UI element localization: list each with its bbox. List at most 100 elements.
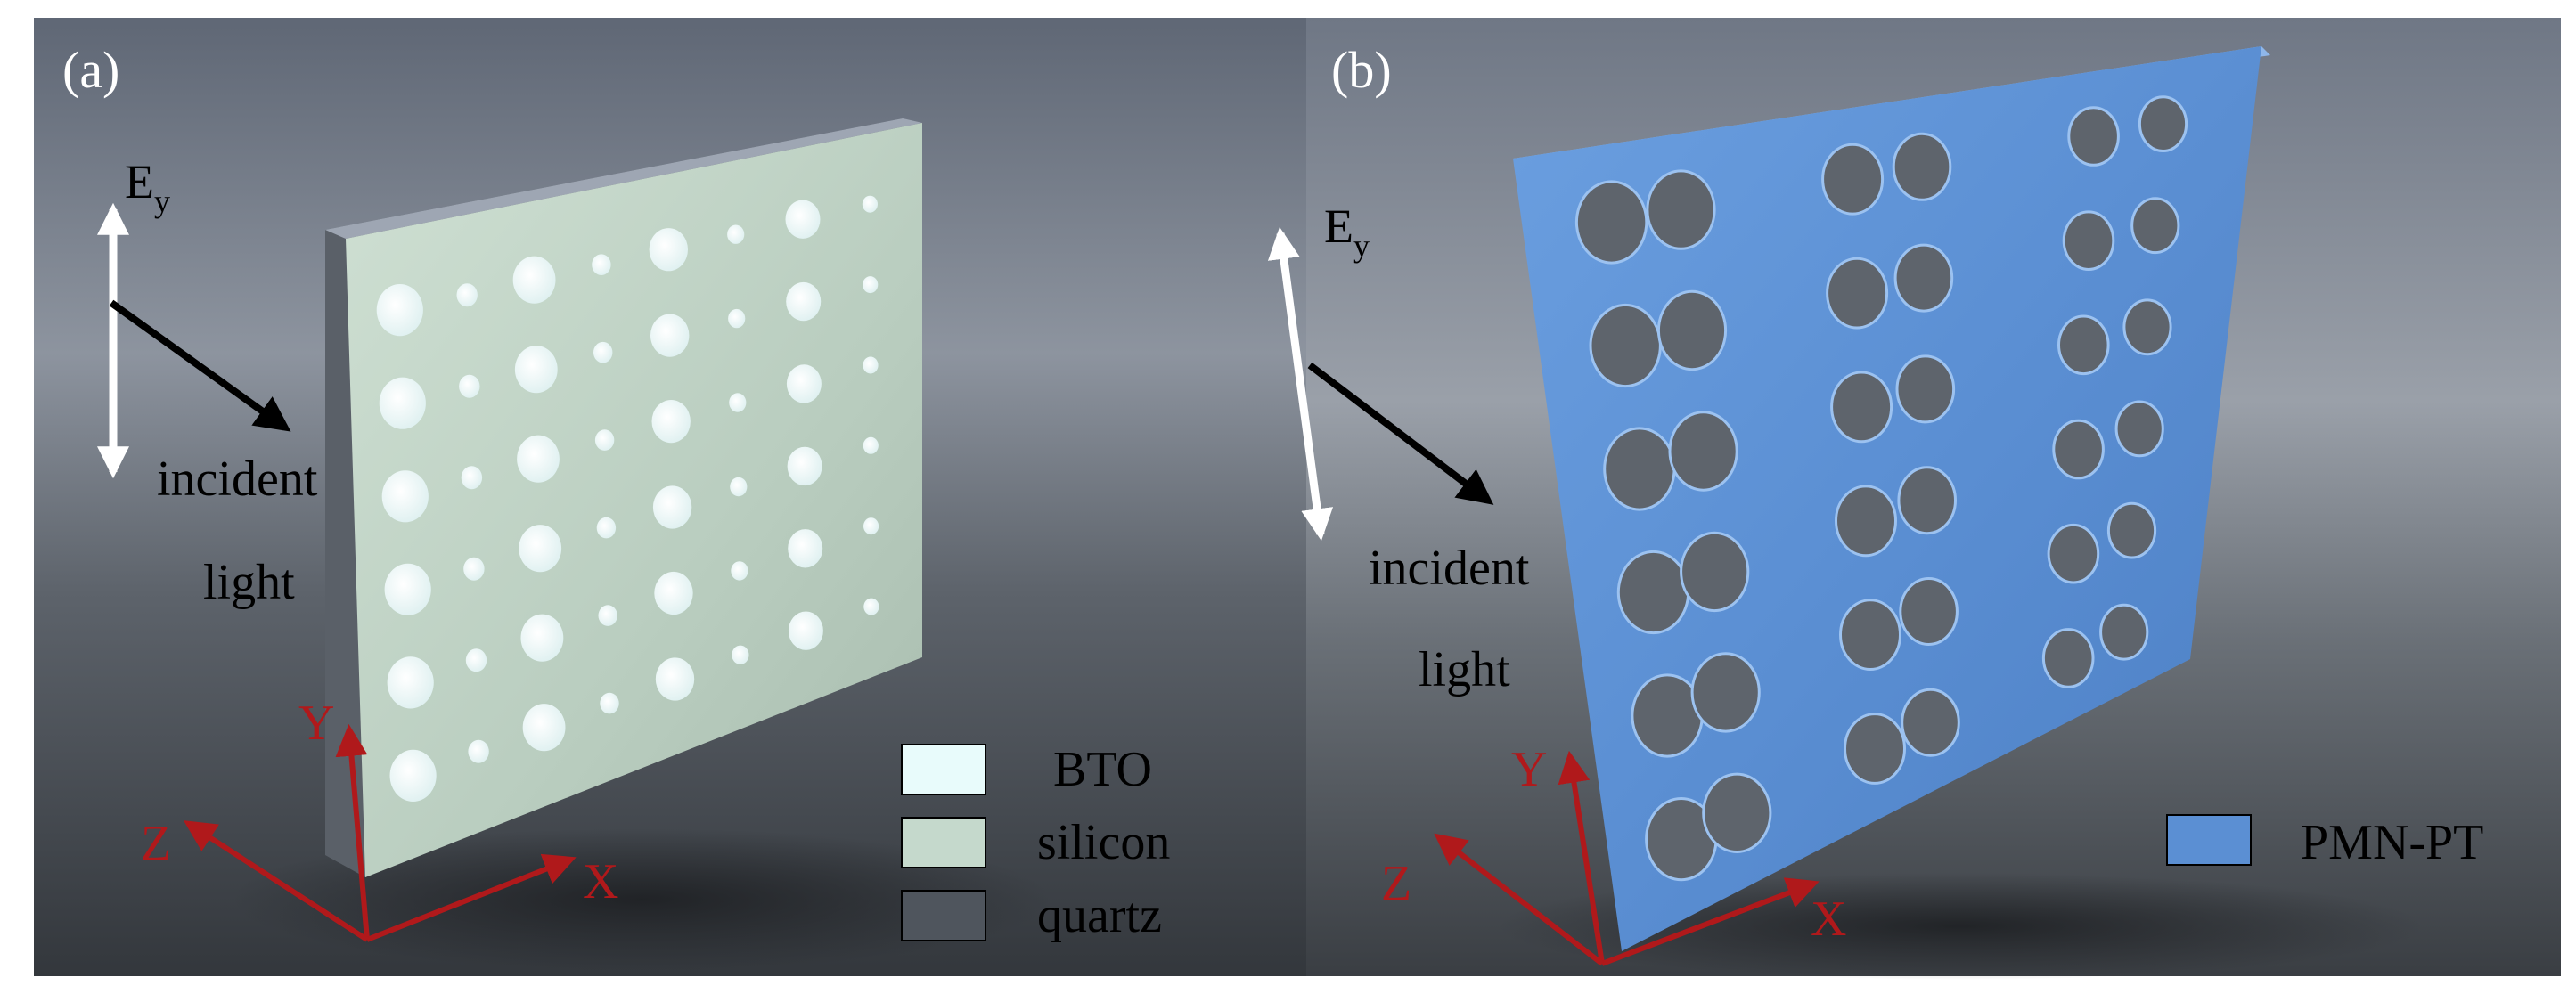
bto-disk (788, 529, 823, 568)
axis-z-label-a: Z (141, 816, 171, 871)
pmn-pt-hole (2138, 95, 2188, 153)
pmn-pt-hole (1826, 257, 1889, 330)
polarization-label-a: Ey (125, 155, 170, 219)
legend-swatch-quartz (901, 890, 986, 941)
pmn-pt-hole (2041, 628, 2095, 688)
bto-disk (522, 704, 566, 752)
incident-label-b-line2: light (1419, 642, 1510, 697)
bto-disk (786, 281, 822, 322)
bto-disk (785, 200, 821, 239)
bto-disk (381, 470, 429, 523)
panel-a: (a) Ey incident light Y X Z BTO silicon (34, 18, 1306, 976)
pmn-pt-hole (2047, 523, 2100, 584)
axes-a: Y X Z (141, 696, 618, 942)
bto-disk (863, 276, 879, 294)
legend-b: PMN-PT (2166, 814, 2483, 870)
bto-disk (468, 739, 489, 763)
bto-disk (593, 341, 613, 363)
pmn-pt-hole (1893, 243, 1954, 313)
bto-disk (376, 284, 423, 337)
pmn-pt-hole (1646, 169, 1716, 250)
bto-disk (387, 656, 434, 709)
bto-disk (786, 364, 822, 403)
bto-disk (456, 283, 478, 307)
bto-disk (862, 195, 879, 213)
pmn-pt-hole (1835, 485, 1897, 558)
bto-disk (654, 571, 693, 615)
pmn-pt-hole (2106, 501, 2157, 559)
incident-arrow-a (109, 299, 291, 432)
bto-disk (465, 648, 487, 672)
bto-disk (655, 657, 695, 701)
bto-disk (787, 446, 822, 486)
panel-a-label: (a) (62, 41, 119, 99)
panel-b-label: (b) (1331, 41, 1392, 99)
pmn-pt-hole (1690, 652, 1761, 733)
polarization-arrow-b (1267, 226, 1334, 542)
quartz-substrate-top (325, 118, 922, 239)
pmn-pt-hole (1702, 772, 1772, 853)
pmn-pt-hole (2062, 210, 2115, 272)
pmn-pt-hole (2130, 197, 2180, 255)
axis-x-a (365, 853, 577, 942)
legend-swatch-pmn-pt (2166, 814, 2252, 866)
pmn-pt-hole (2067, 106, 2120, 167)
legend-label-bto: BTO (1053, 742, 1152, 797)
incident-label-a-line2: light (203, 555, 295, 610)
legend-swatch-silicon (901, 817, 986, 868)
pmn-pt-hole (1839, 599, 1901, 671)
legend-label-pmn-pt: PMN-PT (2301, 815, 2483, 870)
pmn-pt-hole (1574, 180, 1648, 265)
axes-b: Y X Z (1381, 742, 1846, 966)
panel-b-floor-shadow (1497, 873, 2424, 980)
legend-label-silicon: silicon (1037, 815, 1170, 870)
legend-label-quartz: quartz (1037, 888, 1162, 943)
pmn-pt-hole (2099, 603, 2149, 661)
bto-disk (650, 314, 690, 357)
bto-disk (727, 224, 745, 244)
bto-disk (520, 614, 564, 662)
bto-disk (651, 400, 691, 444)
pmn-pt-hole (2052, 419, 2105, 480)
bto-disk (732, 645, 749, 664)
bto-disk (517, 435, 560, 483)
bto-disk (596, 517, 617, 539)
bto-disk (461, 466, 483, 490)
pmn-pt-hole (1656, 289, 1728, 371)
pmn-pt-hole (1844, 713, 1906, 785)
pmn-pt-hole (1680, 531, 1750, 613)
pmn-pt-hole (1821, 143, 1885, 216)
incident-arrow-b (1307, 362, 1494, 505)
axis-y-b (1558, 750, 1605, 965)
bto-disk (512, 256, 556, 304)
bto-disk (519, 525, 562, 573)
pmn-pt-hole-array (1574, 95, 2188, 882)
axis-x-b (1600, 877, 1820, 966)
axis-y-a (335, 723, 370, 941)
pmn-pt-hole (1895, 354, 1956, 424)
bto-disk (863, 436, 879, 454)
bto-disk (463, 557, 485, 581)
pmn-pt-hole (2122, 298, 2172, 356)
axis-x-label-a: X (583, 854, 618, 909)
bto-disk (729, 393, 747, 412)
incident-label-b-line1: incident (1369, 541, 1530, 596)
bto-disk (863, 356, 879, 374)
bto-disk (600, 692, 619, 714)
bto-disk (863, 517, 879, 535)
pmn-pt-hole (1603, 427, 1676, 511)
bto-disk (731, 561, 748, 581)
pmn-pt-hole (1589, 303, 1662, 388)
pmn-pt-hole (1830, 371, 1893, 444)
bto-disk (649, 228, 688, 272)
bto-disk (652, 485, 692, 529)
pmn-pt-hole (2114, 400, 2164, 458)
legend-a: BTO silicon quartz (901, 742, 1170, 943)
axis-x-label-b: X (1811, 892, 1846, 947)
pmn-pt-hole (1668, 411, 1738, 492)
polarization-label-b: Ey (1324, 200, 1370, 264)
bto-disk (389, 749, 437, 803)
panel-a-floor-shadow (232, 828, 1051, 971)
bto-disk (514, 346, 558, 394)
